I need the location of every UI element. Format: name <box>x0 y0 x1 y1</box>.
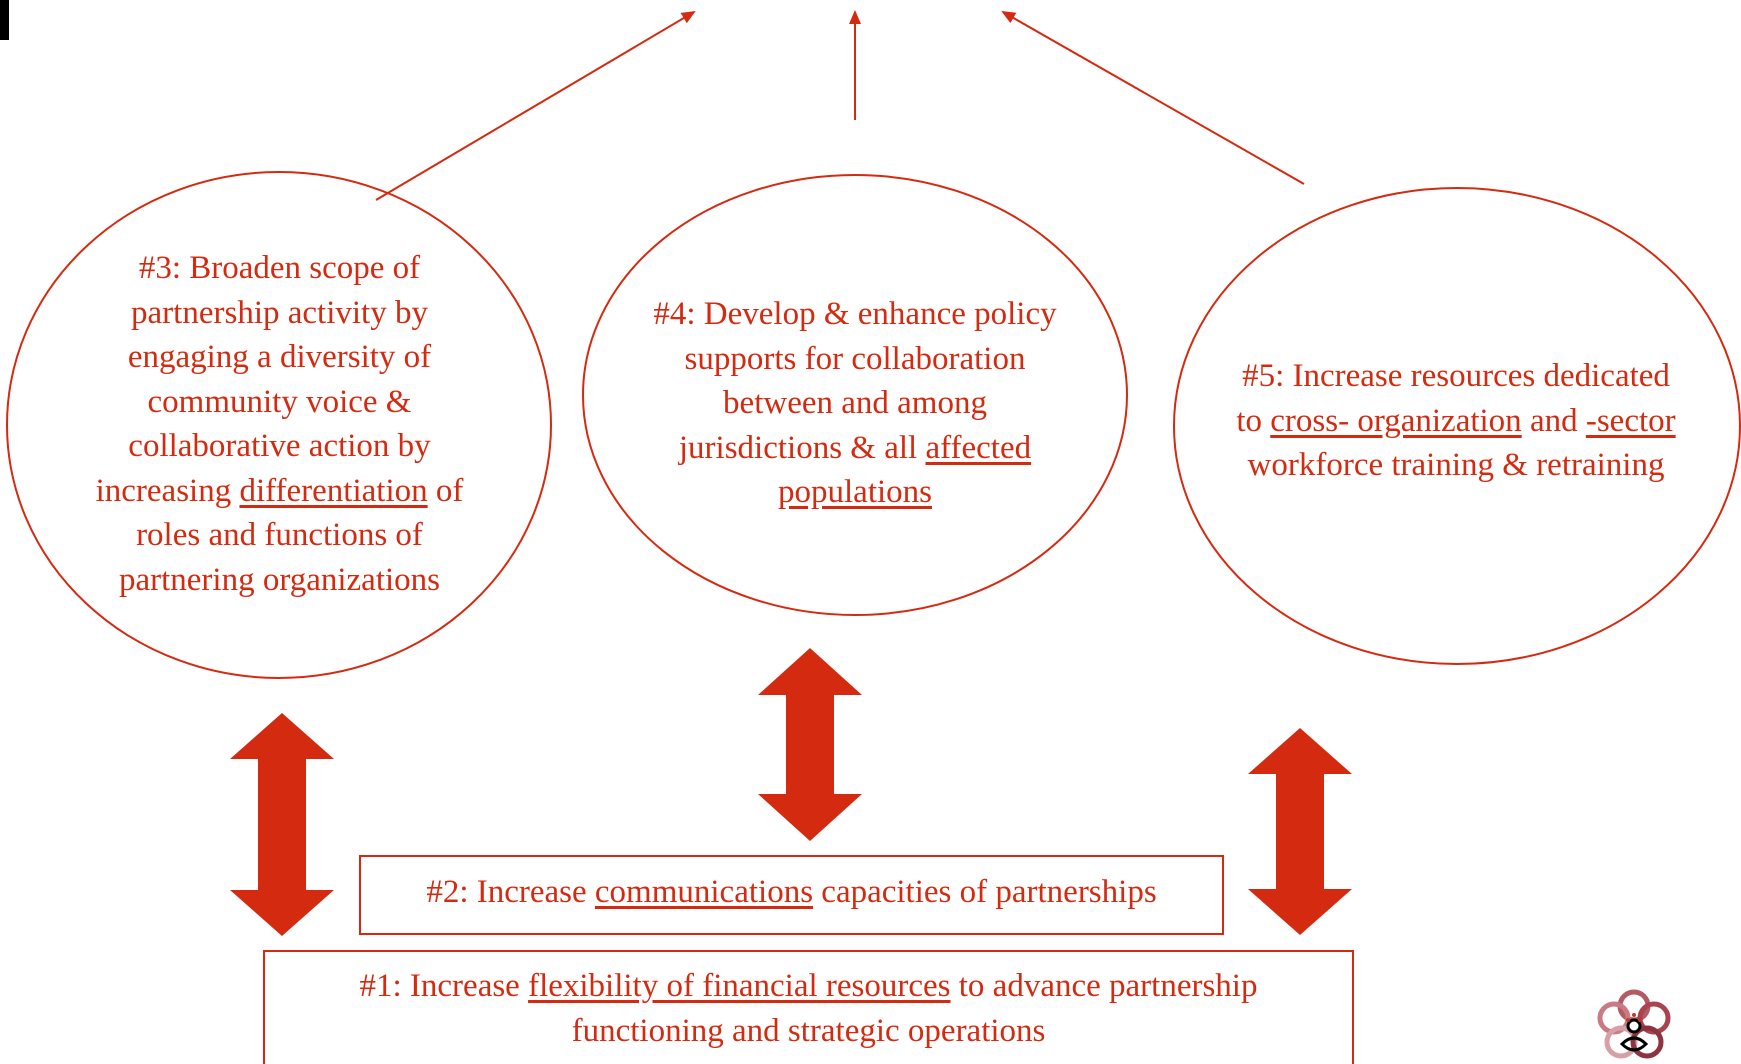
arrow-goal3-up <box>375 10 696 201</box>
goal4-line: #4: Develop & enhance policy <box>653 296 1057 332</box>
goal3-line: increasing differentiation of <box>52 469 507 514</box>
goal3-line: partnering organizations <box>118 561 441 598</box>
goal4-line: populations <box>600 470 1110 515</box>
goal1-line: functioning and strategic operations <box>571 1012 1046 1049</box>
goal1-financial-resources-link[interactable]: flexibility of financial resources <box>528 968 951 1004</box>
goal5-line: #5: Increase resources dedicated <box>1242 358 1670 394</box>
goal4-affected-link[interactable]: affected <box>925 429 1032 466</box>
goal2-prefix: #2: Increase <box>426 874 595 910</box>
goal5-sector-link[interactable]: -sector <box>1585 402 1676 439</box>
goal5-line: workforce training & retraining <box>1247 447 1665 483</box>
goal5-text: #5: Increase resources dedicated to cros… <box>1176 354 1736 488</box>
goal3-line: engaging a diversity of <box>127 339 432 375</box>
goal5-line2-prefix: to <box>1236 402 1271 439</box>
goal5-line2-mid: and <box>1521 402 1586 439</box>
goal3-line: partnership activity by <box>131 294 428 331</box>
goal1-prefix: #1: Increase <box>359 968 529 1004</box>
goal4-text: #4: Develop & enhance policy supports fo… <box>600 292 1110 515</box>
goal3-ellipse <box>6 171 552 679</box>
goal4-line4-prefix: jurisdictions & all <box>678 429 926 466</box>
goal3-line6-suffix: of <box>427 472 464 509</box>
goal3-differentiation-link[interactable]: differentiation <box>239 472 428 509</box>
goal3-line: community voice & <box>147 383 412 420</box>
goal4-ellipse <box>582 174 1128 616</box>
goal3-text: #3: Broaden scope of partnership activit… <box>52 246 507 602</box>
goal5-ellipse <box>1173 187 1741 665</box>
corner-mark <box>0 0 9 40</box>
goal3-line: #3: Broaden scope of <box>138 250 421 286</box>
arrow-goal5-up <box>1001 11 1305 185</box>
goal3-line6-prefix: increasing <box>95 472 240 509</box>
double-arrow-left <box>230 713 334 936</box>
goal5-line: to cross- organization and -sector <box>1176 399 1736 444</box>
goal2-box <box>359 855 1224 935</box>
goal1-box <box>263 950 1354 1064</box>
goal4-line: jurisdictions & all affected <box>600 426 1110 471</box>
goal4-line: between and among <box>723 385 987 421</box>
double-arrow-right <box>1248 728 1352 935</box>
goal2-text: #2: Increase communications capacities o… <box>359 870 1224 915</box>
goal2-communications-link[interactable]: communications <box>594 874 814 910</box>
goal1-suffix: to advance partnership <box>950 968 1258 1004</box>
goal5-cross-organization-link[interactable]: cross- organization <box>1270 402 1522 439</box>
double-arrow-center <box>758 648 862 841</box>
goal1-text: #1: Increase flexibility of financial re… <box>263 964 1354 1053</box>
goal2-suffix: capacities of partnerships <box>813 874 1157 910</box>
goal3-line: collaborative action by <box>128 428 431 464</box>
goal4-populations-link[interactable]: populations <box>778 474 932 510</box>
interlocking-rings-logo-icon <box>1597 989 1671 1059</box>
goal4-line: supports for collaboration <box>684 340 1026 377</box>
goal3-line: roles and functions of <box>136 517 423 553</box>
goal1-line: #1: Increase flexibility of financial re… <box>263 964 1354 1009</box>
